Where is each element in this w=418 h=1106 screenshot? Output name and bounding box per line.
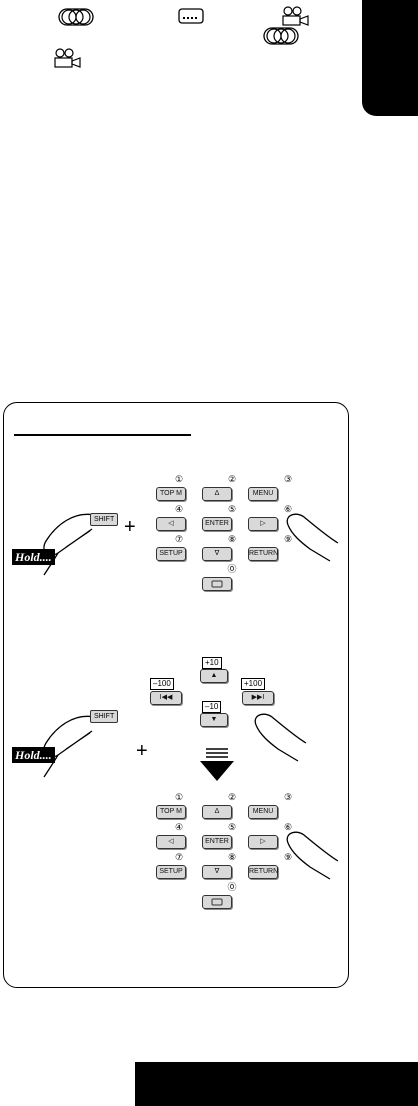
dvd-disc-icon <box>263 27 299 45</box>
shift-key[interactable]: SHIFT <box>90 710 119 723</box>
up-skip-key[interactable]: ▲ <box>200 669 228 683</box>
menu-key[interactable]: MENU <box>248 487 278 501</box>
plus100-label: +100 <box>241 678 266 690</box>
hold-label: Hold.... <box>12 747 55 763</box>
key-number: ⓪ <box>227 564 237 574</box>
key-number: ⑦ <box>174 534 184 544</box>
setup-key[interactable]: SETUP <box>156 865 186 879</box>
finger-right-icon <box>254 713 307 762</box>
video-camera-icon <box>54 48 81 68</box>
down-key[interactable]: ∇ <box>202 865 232 879</box>
key-number: ⑥ <box>283 822 293 832</box>
menu-key[interactable]: MENU <box>248 805 278 819</box>
key-number: ⑤ <box>227 504 237 514</box>
heading-underline <box>14 434 191 436</box>
left-key[interactable]: ◁ <box>156 835 186 849</box>
shift-key[interactable]: SHIFT <box>90 513 119 526</box>
key-number: ⑨ <box>283 852 293 862</box>
plus-sign: + <box>124 516 136 538</box>
right-key[interactable]: ▷ <box>248 517 278 531</box>
return-key[interactable]: RETURN <box>248 547 278 561</box>
key-number: ⑧ <box>227 534 237 544</box>
enter-key[interactable]: ENTER <box>202 835 232 849</box>
dvd-disc-icon <box>58 8 94 26</box>
key-number: ⑧ <box>227 852 237 862</box>
top-menu-key[interactable]: TOP M <box>156 805 186 819</box>
video-camera-icon <box>282 6 309 26</box>
minus100-label: –100 <box>150 678 174 690</box>
hold-label: Hold.... <box>12 549 55 565</box>
plus10-label: +10 <box>202 657 222 669</box>
key-number: ① <box>174 792 184 802</box>
subtitle-key[interactable] <box>202 577 232 591</box>
key-number: ③ <box>283 474 293 484</box>
instruction-panel: SHIFT Hold.... + ① ② ③ TOP M Δ MENU ④ ⑤ … <box>3 402 349 988</box>
key-number: ⑦ <box>174 852 184 862</box>
plus-sign: + <box>136 740 148 762</box>
key-number: ① <box>174 474 184 484</box>
page-footer-box <box>135 1062 418 1106</box>
setup-key[interactable]: SETUP <box>156 547 186 561</box>
left-key[interactable]: ◁ <box>156 517 186 531</box>
subtitle-icon <box>211 898 223 906</box>
key-number: ⑥ <box>283 504 293 514</box>
subtitle-key[interactable] <box>202 895 232 909</box>
key-number: ④ <box>174 822 184 832</box>
key-number: ③ <box>283 792 293 802</box>
right-key[interactable]: ▷ <box>248 835 278 849</box>
finger-right-icon <box>286 831 339 880</box>
prev-key[interactable]: I◀◀ <box>150 691 182 705</box>
key-number: ④ <box>174 504 184 514</box>
down-key[interactable]: ∇ <box>202 547 232 561</box>
finger-right-icon <box>286 513 339 562</box>
key-number: ⑤ <box>227 822 237 832</box>
minus10-label: –10 <box>202 701 222 713</box>
text-display-icon <box>178 8 204 24</box>
subtitle-icon <box>211 580 223 588</box>
up-key[interactable]: Δ <box>202 487 232 501</box>
up-key[interactable]: Δ <box>202 805 232 819</box>
language-tab <box>362 0 418 116</box>
top-menu-key[interactable]: TOP M <box>156 487 186 501</box>
down-skip-key[interactable]: ▼ <box>200 713 228 727</box>
next-key[interactable]: ▶▶I <box>242 691 274 705</box>
key-number: ⑨ <box>283 534 293 544</box>
arrow-down-icon <box>200 748 234 781</box>
key-number: ② <box>227 792 237 802</box>
return-key[interactable]: RETURN <box>248 865 278 879</box>
enter-key[interactable]: ENTER <box>202 517 232 531</box>
key-number: ② <box>227 474 237 484</box>
key-number: ⓪ <box>227 882 237 892</box>
